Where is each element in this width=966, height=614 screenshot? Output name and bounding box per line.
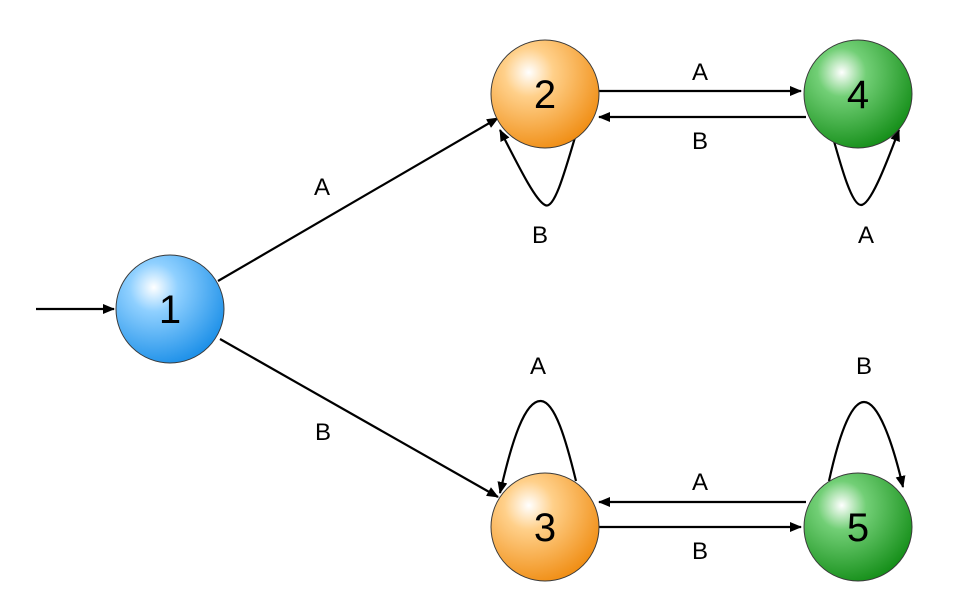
edge-label-loop-5: B bbox=[856, 353, 872, 380]
loop-3-A bbox=[497, 399, 578, 494]
state-circle-4 bbox=[803, 39, 913, 149]
state-circle-3 bbox=[490, 472, 600, 582]
edge-1-2-A bbox=[217, 117, 499, 282]
state-label-1: 1 bbox=[159, 288, 181, 332]
edge-label-loop-3: A bbox=[530, 353, 546, 380]
state-label-5: 5 bbox=[847, 506, 869, 550]
state-label-3: 3 bbox=[534, 506, 556, 550]
edge-label-1-3: B bbox=[315, 419, 331, 446]
edge-label-4-2: B bbox=[692, 128, 708, 155]
edge-label-1-2: A bbox=[314, 174, 330, 201]
edge-label-3-5: B bbox=[692, 538, 708, 565]
state-circle-1 bbox=[115, 254, 225, 364]
state-label-4: 4 bbox=[847, 73, 869, 117]
loop-4-A bbox=[830, 129, 901, 207]
state-node-5: 5 bbox=[803, 472, 913, 582]
state-circle-2 bbox=[490, 39, 600, 149]
state-node-4: 4 bbox=[803, 39, 913, 149]
loop-2-B bbox=[499, 129, 578, 207]
edge-label-5-3: A bbox=[692, 469, 708, 496]
edge-label-loop-4: A bbox=[858, 222, 874, 249]
state-node-1: 1 bbox=[115, 254, 225, 364]
edge-1-3-B bbox=[219, 338, 499, 498]
state-label-2: 2 bbox=[534, 73, 556, 117]
state-circle-5 bbox=[803, 472, 913, 582]
edge-label-loop-2: B bbox=[532, 222, 548, 249]
state-node-3: 3 bbox=[490, 472, 600, 582]
edge-label-2-4: A bbox=[692, 59, 708, 86]
loop-5-B bbox=[827, 400, 906, 488]
state-node-2: 2 bbox=[490, 39, 600, 149]
